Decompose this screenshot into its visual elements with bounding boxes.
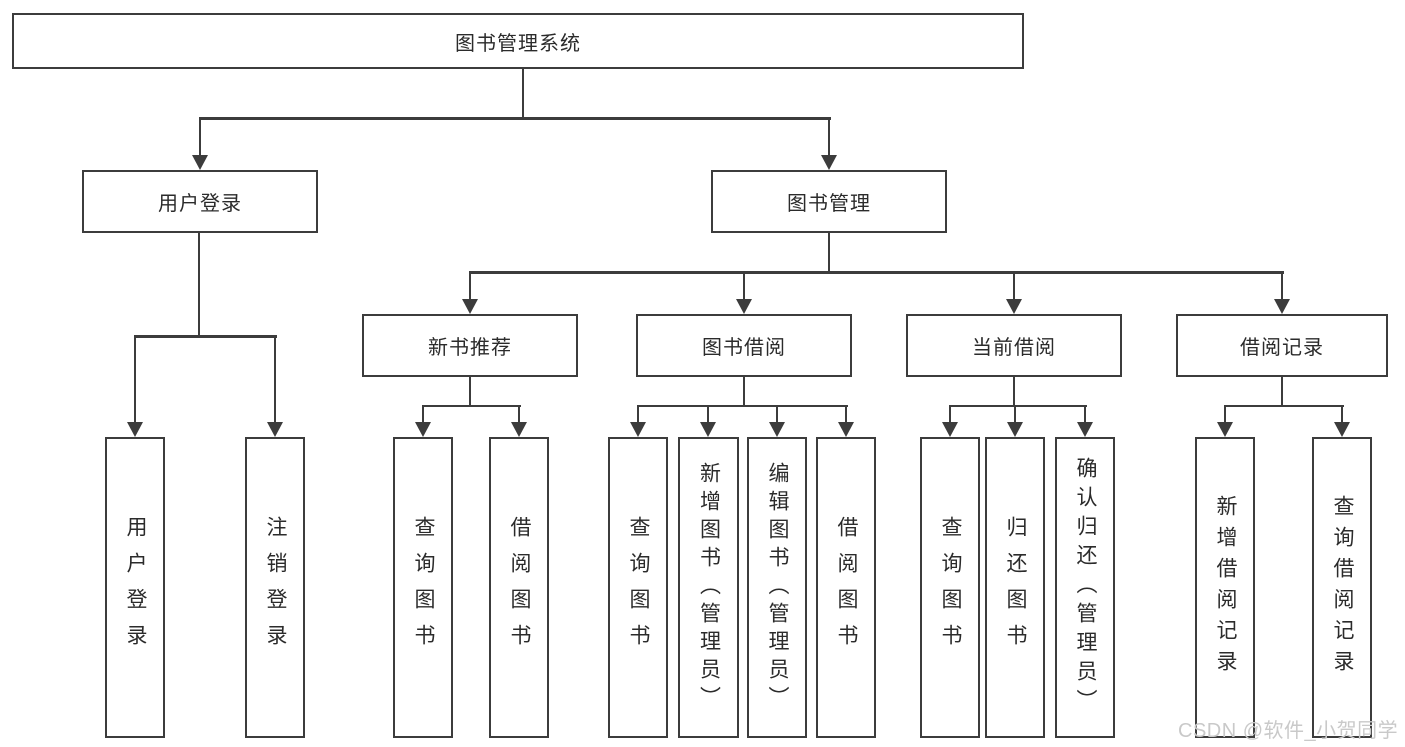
node-label: 查询借阅记录	[1331, 494, 1354, 681]
connector-hline	[1223, 404, 1344, 407]
connector-arrow	[511, 407, 527, 437]
node-label: 用户登录	[158, 193, 242, 215]
connector-arrow	[415, 407, 431, 437]
node-label: 新书推荐	[428, 337, 512, 359]
node-label: 图书管理系统	[455, 32, 581, 55]
connector-arrow	[821, 118, 837, 170]
node-label: 确认归还（管理员）	[1074, 457, 1097, 718]
node-label: 查询图书	[939, 515, 962, 660]
connector-arrow	[1274, 273, 1290, 315]
connector-arrow	[769, 407, 785, 437]
watermark: CSDN @软件_小贺同学	[1178, 720, 1399, 742]
leaf-add-borrow-record: 新增借阅记录	[1195, 437, 1255, 738]
node-library-system: 图书管理系统	[12, 13, 1024, 69]
connector-vline	[742, 377, 745, 406]
leaf-confirm-return-admin: 确认归还（管理员）	[1055, 437, 1115, 738]
node-current-borrow: 当前借阅	[906, 314, 1122, 377]
node-label: 当前借阅	[972, 337, 1056, 359]
leaf-add-book-admin: 新增图书（管理员）	[678, 437, 739, 738]
node-book-borrow: 图书借阅	[636, 314, 852, 377]
connector-arrow	[1334, 407, 1350, 437]
connector-arrow	[127, 337, 143, 437]
connector-vline	[827, 233, 830, 272]
leaf-query-borrow-record: 查询借阅记录	[1312, 437, 1372, 738]
node-user-login: 用户登录	[82, 170, 318, 233]
connector-hline	[948, 404, 1087, 407]
connector-vline	[521, 69, 524, 118]
connector-arrow	[462, 273, 478, 315]
connector-vline	[468, 377, 471, 406]
node-label: 借阅记录	[1240, 337, 1324, 359]
leaf-borrow-books: 借阅图书	[816, 437, 876, 738]
leaf-query-books-current: 查询图书	[920, 437, 980, 738]
connector-hline	[468, 271, 1284, 274]
connector-arrow	[942, 407, 958, 437]
leaf-logout: 注销登录	[245, 437, 305, 738]
node-borrow-records: 借阅记录	[1176, 314, 1388, 377]
node-label: 注销登录	[264, 515, 287, 660]
node-label: 用户登录	[124, 515, 147, 660]
node-label: 新增借阅记录	[1214, 494, 1237, 681]
leaf-borrow-books-recommend: 借阅图书	[489, 437, 549, 738]
leaf-user-login: 用户登录	[105, 437, 165, 738]
node-new-book-recommend: 新书推荐	[362, 314, 578, 377]
node-label: 图书管理	[787, 193, 871, 215]
leaf-edit-book-admin: 编辑图书（管理员）	[747, 437, 807, 738]
connector-arrow	[192, 118, 208, 170]
connector-arrow	[1077, 407, 1093, 437]
connector-arrow	[700, 407, 716, 437]
connector-arrow	[1006, 273, 1022, 315]
node-label: 归还图书	[1004, 515, 1027, 660]
node-label: 查询图书	[412, 515, 435, 660]
node-book-management: 图书管理	[711, 170, 947, 233]
connector-arrow	[630, 407, 646, 437]
connector-vline	[1012, 377, 1015, 406]
node-label: 借阅图书	[835, 515, 858, 660]
leaf-query-books-borrow: 查询图书	[608, 437, 668, 738]
leaf-return-book: 归还图书	[985, 437, 1045, 738]
connector-vline	[1280, 377, 1283, 406]
connector-arrow	[1217, 407, 1233, 437]
connector-hline	[133, 335, 277, 338]
node-label: 编辑图书（管理员）	[766, 461, 789, 714]
connector-hline	[198, 117, 831, 120]
node-label: 新增图书（管理员）	[697, 461, 721, 714]
connector-arrow	[1007, 407, 1023, 437]
connector-hline	[636, 404, 848, 407]
connector-hline	[421, 404, 521, 407]
leaf-query-books-recommend: 查询图书	[393, 437, 453, 738]
node-label: 图书借阅	[702, 337, 786, 359]
connector-arrow	[267, 337, 283, 437]
node-label: 查询图书	[627, 515, 650, 660]
node-label: 借阅图书	[508, 515, 531, 660]
connector-vline	[197, 233, 200, 337]
connector-arrow	[736, 273, 752, 315]
connector-arrow	[838, 407, 854, 437]
